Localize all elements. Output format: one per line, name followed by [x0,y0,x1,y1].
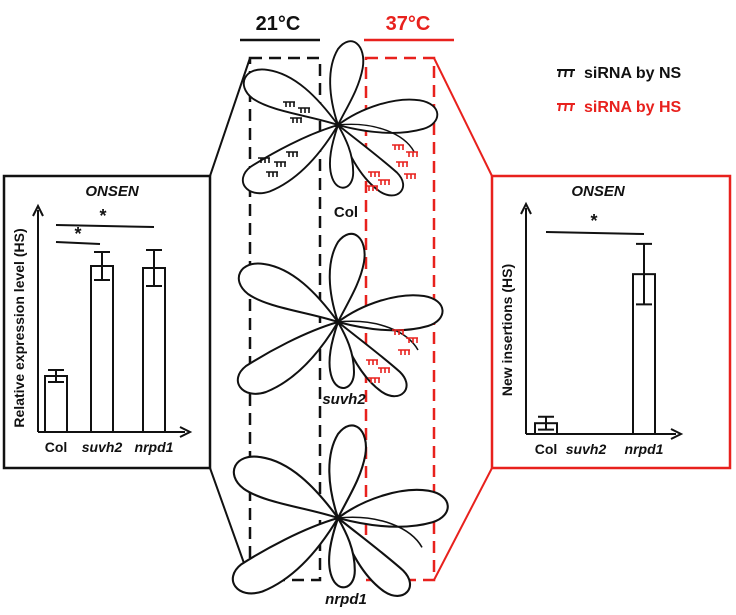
plant-label-col: Col [334,204,358,221]
sirna-ns-icon [557,69,575,78]
connector-right [433,57,493,581]
left-sig-star-inner: * [74,224,81,244]
sirna-hs-cluster-col [366,144,418,191]
legend-ns-label: siRNA by NS [584,65,682,82]
right-chart-tick-labels: Col suvh2 nrpd1 [535,441,664,457]
left-chart-title: ONSEN [85,183,140,200]
left-sig-star-outer: * [99,206,106,226]
right-chart-tick-label-suvh2: suvh2 [566,441,607,457]
legend-hs-label: siRNA by HS [584,99,682,116]
temperature-37-label: 37°C [386,13,431,35]
left-chart-panel: ONSEN Relative expression level (HS) * *… [2,174,212,470]
temperature-21-label: 21°C [256,13,301,35]
plant-label-suvh2: suvh2 [322,391,366,408]
left-chart-y-arrow [32,203,44,217]
right-chart-errorbar-Col [538,415,554,431]
left-chart-tick-label-nrpd1: nrpd1 [135,439,174,455]
right-chart-bars [534,242,656,436]
plant-suvh2: suvh2 [236,232,444,408]
left-sig-line-outer [55,224,155,228]
plant-col: Col [241,40,439,221]
right-chart-title: ONSEN [571,183,626,200]
left-chart-tick-label-suvh2: suvh2 [82,439,123,455]
sirna-hs-cluster-suvh2 [366,329,418,383]
left-chart-errorbar-Col [48,369,64,383]
sirna-ns-cluster-col [258,101,310,177]
left-sig-line-inner [55,241,101,245]
left-chart-bar-Col [44,375,68,433]
right-chart-frame [490,174,732,470]
right-sig-line [545,231,645,235]
left-chart-bar-suvh2 [90,265,114,433]
right-chart-panel: ONSEN New insertions (HS) * Col suvh2 nrpd… [490,174,732,470]
right-chart-tick-label-Col: Col [535,441,558,457]
left-chart-bars [44,249,166,433]
right-sig-star: * [590,211,597,231]
right-chart-tick-label-nrpd1: nrpd1 [625,441,664,457]
right-chart-y-arrow [520,201,532,215]
right-chart-ylabel: New insertions (HS) [499,264,515,396]
left-chart-errorbar-nrpd1 [146,249,162,287]
connector-left [209,57,251,581]
plant-nrpd1: nrpd1 [231,424,449,608]
left-chart-ylabel: Relative expression level (HS) [11,228,27,427]
left-chart-errorbar-suvh2 [94,251,110,281]
left-chart-bar-nrpd1 [142,267,166,433]
right-chart-errorbar-nrpd1 [636,242,652,306]
right-chart-x-arrow [670,428,684,440]
legend: siRNA by NS siRNA by HS [557,65,682,116]
sirna-hs-icon [557,103,575,112]
plant-label-nrpd1: nrpd1 [325,591,367,608]
left-chart-tick-labels: Col suvh2 nrpd1 [45,439,174,455]
left-chart-tick-label-Col: Col [45,439,68,455]
left-chart-x-arrow [179,426,193,438]
